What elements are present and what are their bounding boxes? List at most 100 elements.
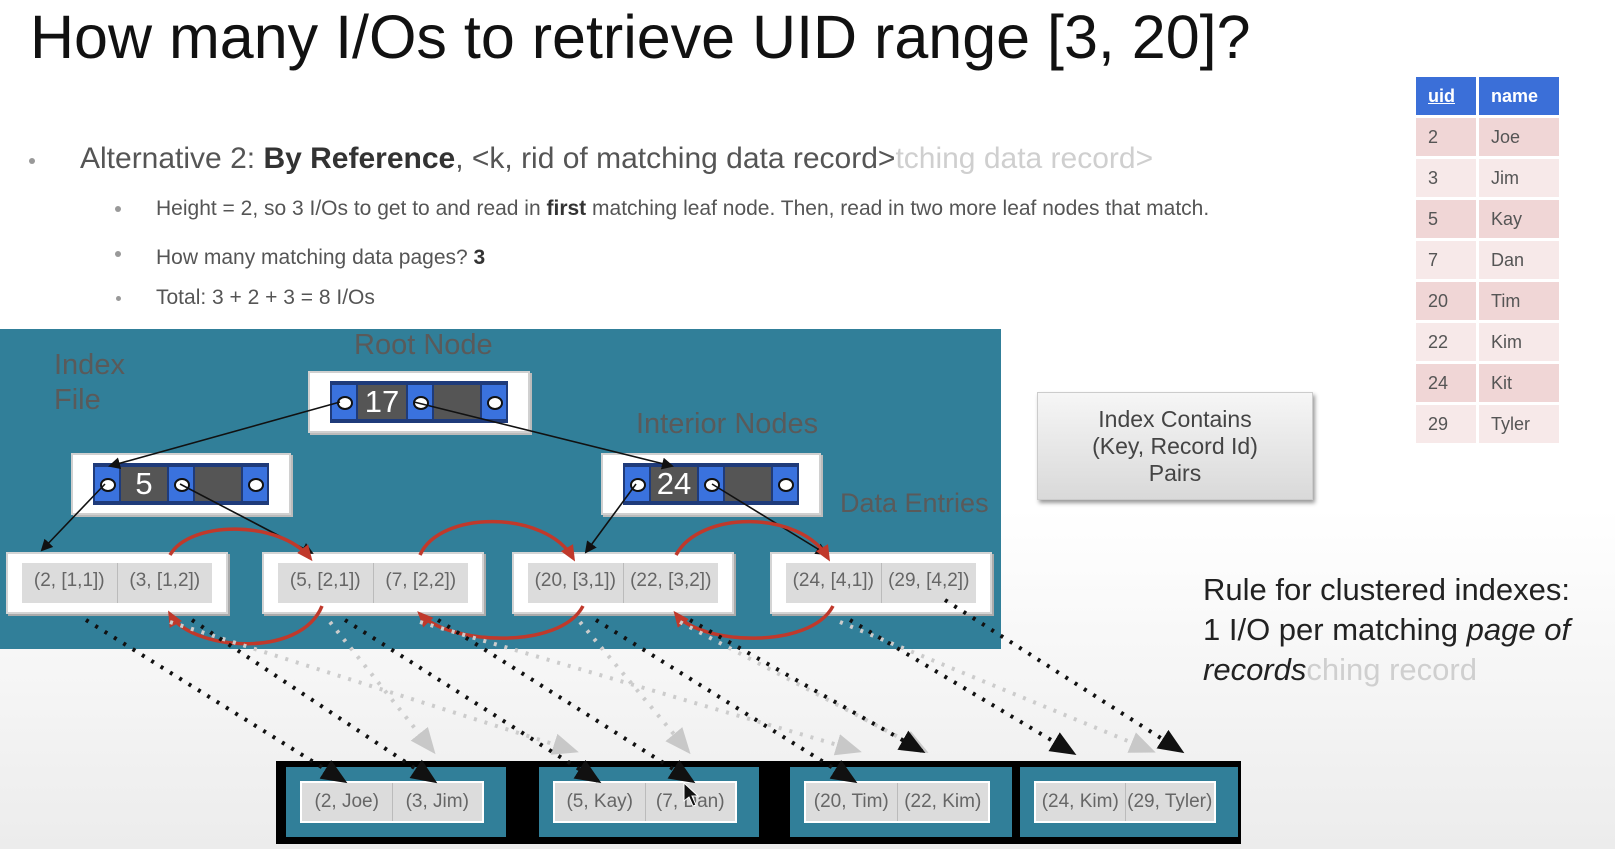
data-record: (5, Kay)	[566, 791, 634, 812]
bullet-main: Alternative 2: By Reference, <k, rid of …	[80, 142, 1153, 176]
faded-record-arrow	[169, 620, 579, 755]
table-cell-name: Tyler	[1479, 405, 1559, 443]
data-entry: (24, [4,1])	[792, 570, 874, 591]
rule-line-3-italic: records	[1203, 652, 1307, 687]
record-id-arrow	[689, 618, 926, 753]
pointer-icon	[625, 467, 649, 501]
table-cell-name: Tim	[1479, 282, 1559, 320]
root-node-label: Root Node	[354, 329, 493, 361]
mouse-cursor-icon	[683, 781, 700, 807]
record-id-arrow	[436, 618, 696, 784]
sibling-arrows	[168, 519, 835, 646]
data-record: (2, Joe)	[314, 791, 379, 812]
tree-pointer-arrow	[584, 483, 637, 554]
pointer-icon	[243, 467, 267, 501]
empty-key-slot	[725, 467, 771, 501]
leaf-node: (2, [1,1])(3, [1,2])	[6, 552, 228, 614]
sibling-arrow-prev	[673, 605, 835, 640]
table-cell-name: Kay	[1479, 200, 1559, 238]
data-record: (22, Kim)	[896, 783, 989, 821]
data-entries-label: Data Entries	[840, 488, 989, 518]
data-entry: (3, [1,2])	[116, 563, 213, 603]
faded-record-arrow	[839, 620, 1156, 753]
bullet-dot	[115, 206, 121, 212]
faded-record-arrows	[169, 620, 1156, 756]
rule-line-1: Rule for clustered indexes:	[1203, 572, 1571, 607]
table-cell-uid: 7	[1416, 241, 1476, 279]
rule-line-3: recordsching record	[1203, 650, 1570, 690]
data-entry: (20, [3,1])	[534, 570, 616, 591]
root-key: 17	[358, 385, 406, 419]
data-entry: (5, [2,1])	[289, 570, 361, 591]
pointer-icon	[699, 467, 723, 501]
data-entry: (22, [3,2])	[622, 563, 719, 603]
bullet-main-bold: By Reference	[263, 142, 456, 175]
rule-line-2: 1 I/O per matching page of	[1203, 610, 1570, 650]
data-record: (7, Dan)	[644, 783, 736, 821]
data-entry: (7, [2,2])	[372, 563, 469, 603]
bullet-dot	[115, 251, 121, 257]
bullet-sub-1-a: Height = 2, so 3 I/Os to get to and read…	[156, 197, 547, 220]
record-id-arrow	[343, 618, 602, 784]
pointer-icon	[482, 385, 506, 419]
index-file-label-line1: Index	[54, 349, 125, 381]
bullet-sub-2: How many matching data pages? 3	[156, 246, 485, 270]
pointer-icon	[332, 385, 356, 419]
rule-line-2-italic: page of	[1466, 612, 1571, 647]
table-cell-uid: 22	[1416, 323, 1476, 361]
faded-record-arrow	[679, 620, 929, 753]
data-record: (29, Tyler)	[1124, 783, 1215, 821]
tree-pointer-arrow	[711, 483, 828, 556]
bullet-sub-2-a: How many matching data pages?	[156, 246, 474, 269]
table-header-uid: uid	[1416, 77, 1476, 115]
bullet-sub-1-bold: first	[546, 197, 587, 220]
rule-line-3-ghost: ching record	[1306, 652, 1477, 687]
leaf-node: (24, [4,1]) (29, [4,2])	[770, 552, 992, 614]
data-page: (2, Joe) (3, Jim)	[286, 767, 506, 837]
index-file-label-line2: File	[54, 384, 101, 416]
bullet-dot	[29, 158, 35, 164]
callout-line-1: Index Contains	[1098, 405, 1252, 432]
tree-pointer-arrows	[40, 401, 828, 556]
interior-key-right: 24	[651, 467, 697, 501]
record-id-arrow	[84, 618, 348, 784]
callout-line-2: (Key, Record Id)	[1092, 432, 1258, 459]
table-cell-uid: 20	[1416, 282, 1476, 320]
table-cell-uid: 5	[1416, 200, 1476, 238]
tree-pointer-arrow	[413, 401, 674, 470]
callout-line-3: Pairs	[1148, 459, 1202, 486]
bullet-sub-1: Height = 2, so 3 I/Os to get to and read…	[156, 197, 1209, 221]
tree-pointer-arrow	[108, 401, 341, 470]
index-contains-callout: Index Contains (Key, Record Id) Pairs	[1037, 392, 1313, 500]
table-cell-uid: 24	[1416, 364, 1476, 402]
table-cell-name: Dan	[1479, 241, 1559, 279]
data-record: (3, Jim)	[391, 783, 483, 821]
bullet-dot	[116, 296, 121, 301]
pointer-icon	[773, 467, 797, 501]
faded-record-arrow	[419, 620, 862, 756]
table-cell-name: Kit	[1479, 364, 1559, 402]
pointer-icon	[95, 467, 119, 501]
tree-pointer-arrow	[40, 483, 106, 552]
data-record: (20, Tim)	[813, 791, 889, 812]
interior-key-left: 5	[121, 467, 167, 501]
table-cell-name: Kim	[1479, 323, 1559, 361]
table-cell-uid: 3	[1416, 159, 1476, 197]
data-entry: (29, [4,2])	[880, 563, 977, 603]
pointer-icon	[408, 385, 432, 419]
bullet-main-prefix: Alternative 2:	[80, 142, 264, 175]
index-file-label: Index File	[54, 349, 125, 417]
record-id-arrow	[848, 618, 1077, 756]
bullet-sub-3: Total: 3 + 2 + 3 = 8 I/Os	[156, 286, 375, 309]
sibling-arrow-prev	[168, 605, 324, 646]
table-cell-uid: 2	[1416, 118, 1476, 156]
